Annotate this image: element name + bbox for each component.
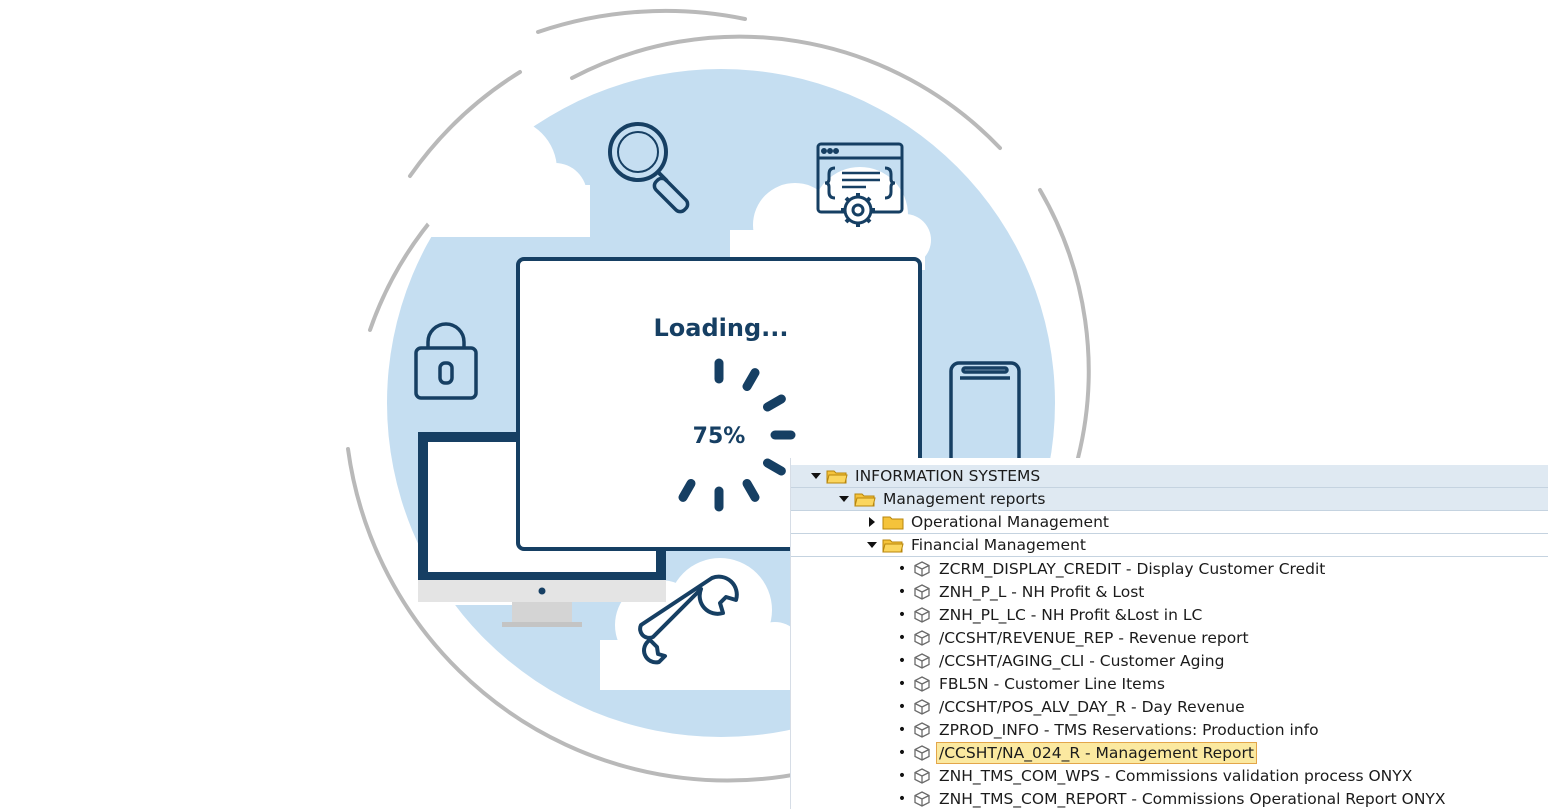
tree-label-root: INFORMATION SYSTEMS [855,467,1041,485]
bullet-icon: • [897,675,907,692]
tree-item-label: ZNH_PL_LC - NH Profit &Lost in LC [939,605,1203,624]
tree-item[interactable]: • /CCSHT/REVENUE_REP - Revenue report [791,626,1548,649]
loading-percent: 75% [693,424,746,449]
tree-item[interactable]: • ZNH_P_L - NH Profit & Lost [791,580,1548,603]
tree-item-label: ZNH_P_L - NH Profit & Lost [939,582,1145,601]
spinner-dash [762,394,786,412]
collapse-triangle-icon[interactable] [865,538,879,552]
collapse-triangle-icon[interactable] [809,469,823,483]
sap-menu-tree: INFORMATION SYSTEMS Management reports O… [790,458,1548,809]
tree-item[interactable]: • ZNH_TMS_COM_WPS - Commissions validati… [791,764,1548,787]
cube-icon [914,721,930,738]
cube-icon [914,675,930,692]
cloud-bottom-right [600,558,803,690]
tree-item[interactable]: • ZCRM_DISPLAY_CREDIT - Display Customer… [791,557,1548,580]
spinner-dash [762,458,786,476]
tree-item[interactable]: • /CCSHT/AGING_CLI - Customer Aging [791,649,1548,672]
tree-item-label: ZNH_TMS_COM_REPORT - Commissions Operati… [939,789,1446,808]
cube-icon [914,698,930,715]
tree-label-financial-management: Financial Management [911,536,1086,554]
folder-open-icon [882,539,904,552]
bullet-icon: • [897,560,907,577]
tree-item-selected[interactable]: • /CCSHT/NA_024_R - Management Report [791,741,1548,764]
tree-item-label: FBL5N - Customer Line Items [939,674,1165,693]
cube-icon [914,583,930,600]
tree-item-label: /CCSHT/POS_ALV_DAY_R - Day Revenue [939,697,1245,716]
loading-spinner [678,358,796,512]
cube-icon [914,767,930,784]
tree-item-label: ZNH_TMS_COM_WPS - Commissions validation… [939,766,1413,785]
tree-item-label: /CCSHT/NA_024_R - Management Report [936,741,1257,764]
cube-icon [914,629,930,646]
bullet-icon: • [897,583,907,600]
tree-node-financial-management[interactable]: Financial Management [791,534,1548,557]
cloud-top-left [419,118,590,237]
tree-node-root[interactable]: INFORMATION SYSTEMS [791,465,1548,488]
collapse-triangle-icon[interactable] [837,492,851,506]
loading-title: Loading... [654,314,789,342]
tree-item[interactable]: • ZNH_TMS_COM_REPORT - Commissions Opera… [791,787,1548,809]
bullet-icon: • [897,652,907,669]
cube-icon [914,790,930,807]
cube-icon [914,744,930,761]
bullet-icon: • [897,629,907,646]
code-settings-icon [816,142,904,227]
padlock-icon [414,322,478,400]
tree-item-label: ZCRM_DISPLAY_CREDIT - Display Customer C… [939,559,1326,578]
bullet-icon: • [897,744,907,761]
tree-node-management-reports[interactable]: Management reports [791,488,1548,511]
magnifier-icon [608,122,690,214]
tree-label-operational-management: Operational Management [911,513,1109,531]
cube-icon [914,606,930,623]
folder-open-icon [826,470,848,483]
bullet-icon: • [897,767,907,784]
spinner-dash [678,478,696,502]
bullet-icon: • [897,698,907,715]
cube-icon [914,652,930,669]
folder-open-icon [854,493,876,506]
spinner-dash [742,478,760,502]
bullet-icon: • [897,721,907,738]
cube-icon [914,560,930,577]
tree-item-label: ZPROD_INFO - TMS Reservations: Productio… [939,720,1319,739]
wrench-icon [638,574,739,665]
bullet-icon: • [897,790,907,807]
tree-item-label: /CCSHT/AGING_CLI - Customer Aging [939,651,1225,670]
folder-closed-icon [882,516,904,529]
tree-node-operational-management[interactable]: Operational Management [791,511,1548,534]
expand-triangle-icon[interactable] [865,515,879,529]
tree-item[interactable]: • /CCSHT/POS_ALV_DAY_R - Day Revenue [791,695,1548,718]
tree-item-label: /CCSHT/REVENUE_REP - Revenue report [939,628,1249,647]
tree-item[interactable]: • ZNH_PL_LC - NH Profit &Lost in LC [791,603,1548,626]
spinner-dash [742,368,760,392]
tree-label-management-reports: Management reports [883,490,1046,508]
tree-item[interactable]: • FBL5N - Customer Line Items [791,672,1548,695]
bullet-icon: • [897,606,907,623]
tree-item[interactable]: • ZPROD_INFO - TMS Reservations: Product… [791,718,1548,741]
